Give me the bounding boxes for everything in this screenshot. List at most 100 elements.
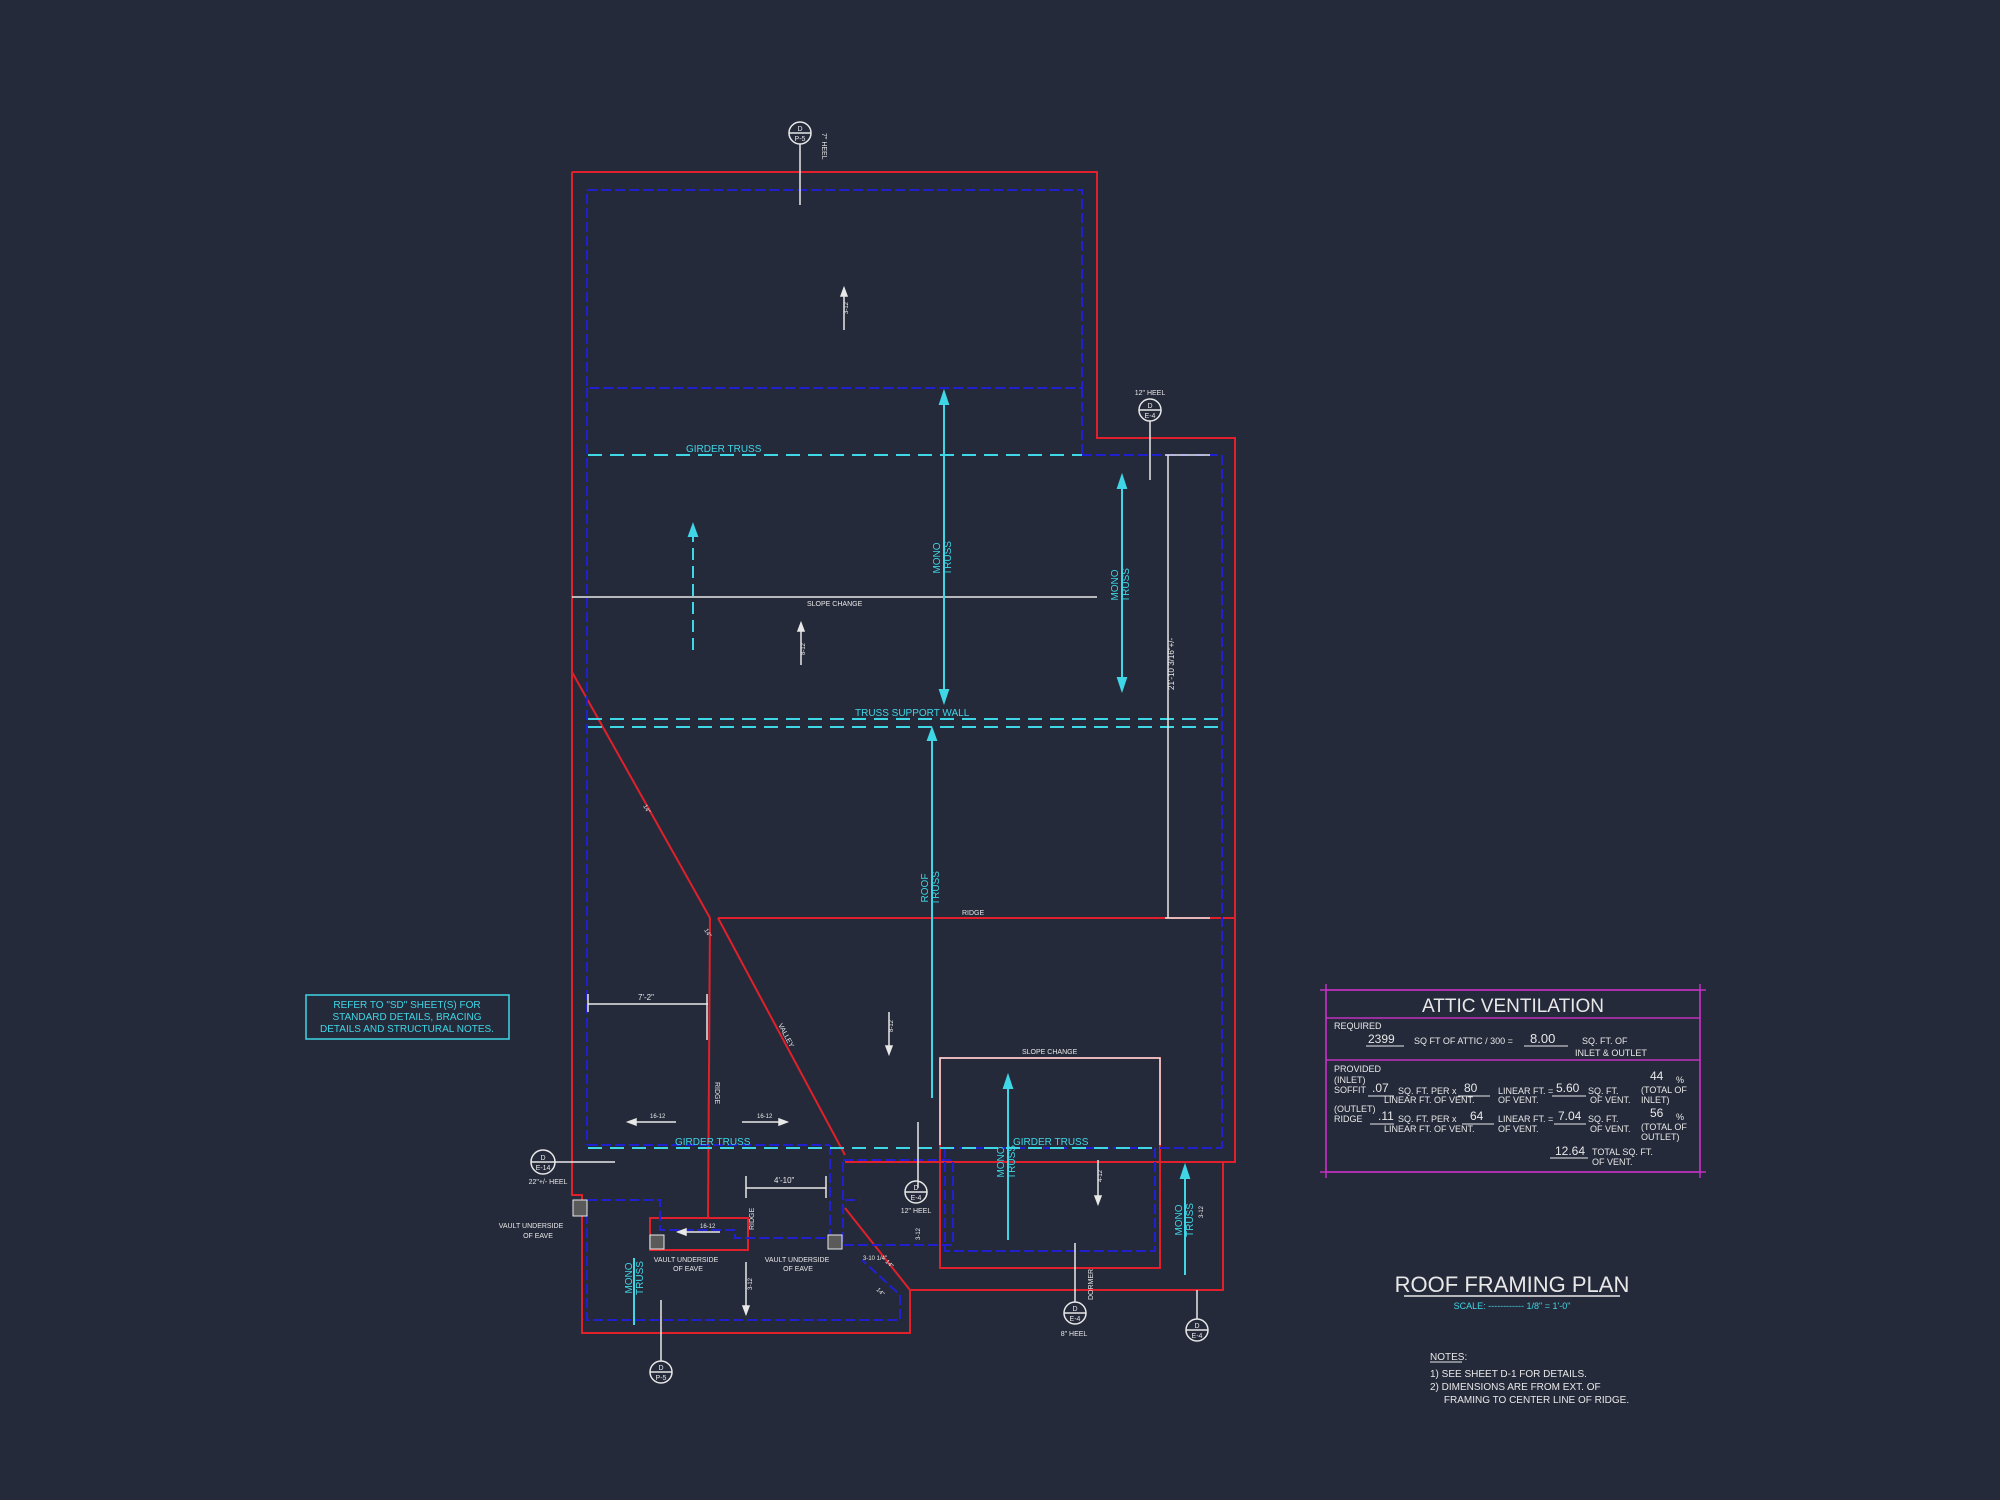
dim-16-12-a: 16-12 [650, 1114, 666, 1120]
mono-truss-a-1: MONO [932, 542, 943, 573]
ridge-label-3: RIDGE [749, 1208, 756, 1231]
ridge-total: 7.04 [1558, 1109, 1582, 1123]
attic-sqft: 2399 [1368, 1032, 1395, 1046]
total-text: TOTAL SQ. FT. [1592, 1147, 1653, 1157]
refer-note-line-2: STANDARD DETAILS, BRACING [332, 1012, 481, 1023]
mono-truss-d-1: MONO [1174, 1204, 1185, 1235]
plan-title-block: ROOF FRAMING PLAN SCALE: ------------ 1/… [1395, 1272, 1630, 1311]
section-e4-4: E-4 [911, 1195, 922, 1202]
ridge-row-label: RIDGE [1334, 1114, 1363, 1124]
dim-3-12-d: 3-12 [748, 1277, 754, 1290]
girder-truss-label-2: GIRDER TRUSS [675, 1137, 751, 1148]
dim-14-d: 14" [875, 1287, 885, 1297]
dim-8-12-a: 8-12 [801, 642, 807, 655]
slope-change-lines [572, 454, 1210, 1198]
dormer-label: DORMER [1088, 1269, 1095, 1300]
ridge-label-1: RIDGE [962, 910, 985, 917]
vault-blocks [572, 1199, 843, 1250]
annotation-text: GIRDER TRUSS TRUSS SUPPORT WALL GIRDER T… [624, 444, 1196, 1295]
soffit-sqft-per: SQ. FT. PER x [1398, 1086, 1457, 1096]
refer-note-line-3: DETAILS AND STRUCTURAL NOTES. [320, 1024, 494, 1035]
slope-arrows [625, 285, 1103, 1317]
refer-note: REFER TO "SD" SHEET(S) FOR STANDARD DETA… [305, 994, 510, 1040]
soffit-total-of: (TOTAL OF [1641, 1085, 1687, 1095]
mono-truss-c-1: MONO [996, 1146, 1007, 1177]
ridge-linear-ft: LINEAR FT. = [1498, 1114, 1553, 1124]
section-d-7: D [658, 1365, 663, 1372]
framing-lines [586, 189, 1223, 1321]
mono-truss-b-1: MONO [1110, 569, 1121, 600]
ridge-label-2: RIDGE [713, 1082, 720, 1105]
section-markers [530, 121, 1209, 1384]
section-e4-5: E-4 [1070, 1316, 1081, 1323]
vault-label-3a: VAULT UNDERSIDE [765, 1257, 830, 1264]
soffit-of-vent: OF VENT. [1498, 1095, 1539, 1105]
dimension-text: 7'-2" 4'-10" 21'-10 3/16"+/- 16-12 16-12… [638, 301, 1205, 1297]
total-text-2: OF VENT. [1592, 1157, 1633, 1167]
mono-truss-d-2: TRUSS [1185, 1203, 1196, 1237]
required-unit-2: INLET & OUTLET [1575, 1048, 1647, 1058]
refer-note-line-1: REFER TO "SD" SHEET(S) FOR [333, 1000, 480, 1011]
soffit-pct-sign: % [1676, 1075, 1684, 1085]
dim-4-12: 4-12 [1098, 1169, 1104, 1182]
ridge-sqft-per: SQ. FT. PER x [1398, 1114, 1457, 1124]
heel-8: 8" HEEL [1061, 1331, 1088, 1338]
note-3: FRAMING TO CENTER LINE OF RIDGE. [1430, 1395, 1629, 1406]
ridge-pct-sign: % [1676, 1112, 1684, 1122]
dim-4-10: 4'-10" [774, 1176, 795, 1185]
required-unit: SQ. FT. OF [1582, 1036, 1628, 1046]
plan-title: ROOF FRAMING PLAN [1395, 1272, 1630, 1297]
notes-block: NOTES: 1) SEE SHEET D-1 FOR DETAILS. 2) … [1430, 1352, 1629, 1406]
soffit-total: 5.60 [1556, 1081, 1580, 1095]
attic-ventilation-table: ATTIC VENTILATION REQUIRED 2399 SQ FT OF… [1320, 984, 1706, 1178]
span-arrows [633, 388, 1191, 1325]
dim-14-b: 14" [702, 928, 712, 939]
provided-label: PROVIDED [1334, 1064, 1382, 1074]
dim-3-12-a: 3-12 [844, 301, 850, 314]
attic-text: SQ FT OF ATTIC / 300 = [1414, 1036, 1513, 1046]
ridge-outlet: OUTLET) [1641, 1132, 1680, 1142]
dim-3-12-b: 3-12 [1199, 1205, 1205, 1218]
ridge-lin-vent: LINEAR FT. OF VENT. [1384, 1124, 1475, 1134]
heel-7: 7" HEEL [820, 133, 827, 160]
section-e14: E-14 [536, 1165, 551, 1172]
required-vent: 8.00 [1530, 1031, 1555, 1046]
plan-scale: SCALE: ------------ 1/8" = 1'-0" [1454, 1301, 1571, 1311]
mono-truss-c-2: TRUSS [1007, 1145, 1018, 1179]
vault-label-1a: VAULT UNDERSIDE [499, 1223, 564, 1230]
soffit-linear-ft: LINEAR FT. = [1498, 1086, 1553, 1096]
ridge-sq-ft: SQ. FT. [1588, 1114, 1619, 1124]
dim-14-c: 14" [884, 1259, 894, 1269]
girder-truss-label-3: GIRDER TRUSS [1013, 1137, 1089, 1148]
girder-truss-label-1: GIRDER TRUSS [686, 444, 762, 455]
section-d-5: D [1072, 1306, 1077, 1313]
dim-7-2: 7'-2" [638, 993, 654, 1002]
mono-truss-b-2: TRUSS [1121, 568, 1132, 602]
soffit-of-vent-2: OF VENT. [1590, 1095, 1631, 1105]
exterior-wall-outline [571, 171, 1236, 1334]
vault-label-2a: VAULT UNDERSIDE [654, 1257, 719, 1264]
dim-21-10: 21'-10 3/16"+/- [1167, 637, 1176, 690]
dim-16-12-b: 16-12 [757, 1114, 773, 1120]
soffit-pct: 44 [1650, 1069, 1664, 1083]
roof-truss-2: TRUSS [931, 871, 942, 905]
note-2: 2) DIMENSIONS ARE FROM EXT. OF [1430, 1382, 1601, 1393]
heel-12: 12" HEEL [1135, 390, 1166, 397]
mono-truss-a-2: TRUSS [943, 541, 954, 575]
section-e4-6: E-4 [1192, 1333, 1203, 1340]
section-p5-top: P-5 [795, 136, 806, 143]
section-d-2: D [1147, 403, 1152, 410]
section-d-4: D [913, 1185, 918, 1192]
section-e4-2: E-4 [1145, 413, 1156, 420]
soffit-sq-ft: SQ. FT. [1588, 1086, 1619, 1096]
ridge-pct: 56 [1650, 1106, 1664, 1120]
ridge-of-vent: OF VENT. [1498, 1124, 1539, 1134]
section-d-6: D [1194, 1323, 1199, 1330]
soffit-value: .07 [1372, 1081, 1389, 1095]
ridge-total-of: (TOTAL OF [1641, 1122, 1687, 1132]
dim-16-12-c: 16-12 [700, 1224, 716, 1230]
girder-lines [588, 454, 1222, 1149]
section-p5-7: P-5 [656, 1375, 667, 1382]
section-marker-text: D P-5 7" HEEL 12" HEEL D E-4 D E-14 22"+… [529, 126, 1203, 1382]
